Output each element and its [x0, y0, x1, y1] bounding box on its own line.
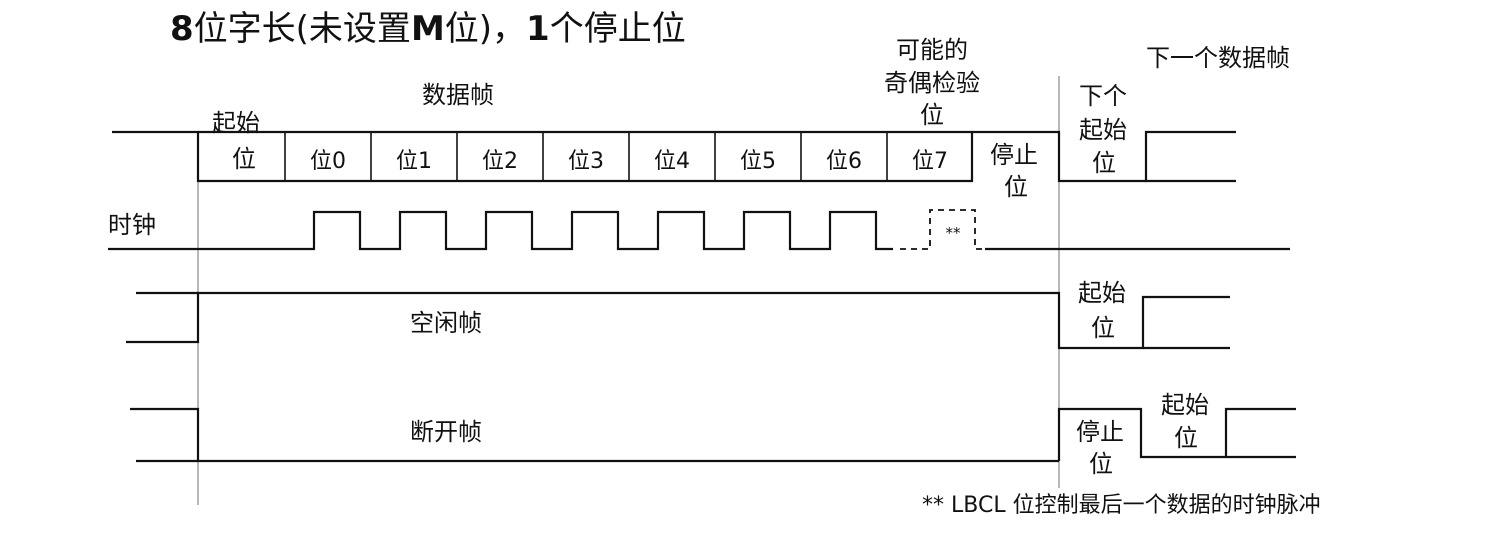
- clock-waveform: [108, 209, 1290, 251]
- parity-label-line-2: 奇偶检验: [884, 69, 980, 97]
- start-bit-label-line-2: 位: [232, 145, 256, 173]
- stop-bit-label-line-2: 位: [1004, 173, 1028, 201]
- next-start-bit-label-line-1: 下个: [1079, 82, 1127, 110]
- title-part-2: 位字长(未设置: [194, 9, 411, 49]
- bit-label-0: 位0: [310, 149, 346, 174]
- start-bit-label-line-1: 起始: [212, 109, 260, 137]
- parity-label-line-1: 可能的: [896, 36, 968, 64]
- next-start-bit-label-line-3: 位: [1092, 149, 1116, 177]
- break-stop-bit-label-line-2: 位: [1089, 450, 1113, 478]
- title-part-5: 1: [526, 9, 550, 49]
- bit-label-2: 位2: [482, 149, 518, 174]
- next-start-bit-label-line-2: 起始: [1079, 116, 1127, 144]
- bit-label-6: 位6: [826, 149, 862, 174]
- data-frame-waveform: [112, 130, 1236, 183]
- title-part-1: 8: [170, 9, 194, 49]
- bit-label-5: 位5: [740, 149, 776, 174]
- break-start-bit-label-line-2: 位: [1174, 424, 1198, 452]
- break-stop-bit-label-line-1: 停止: [1076, 418, 1124, 446]
- bit-label-7: 位7: [912, 149, 948, 174]
- diagram-title: 8位字长(未设置M位)，1个停止位: [170, 9, 686, 49]
- bit-label-1: 位1: [396, 149, 432, 174]
- data-frame-label: 数据帧: [422, 81, 494, 109]
- title-part-4: 位)，: [445, 9, 526, 49]
- title-part-6: 个停止位: [550, 9, 686, 49]
- next-data-frame-label: 下一个数据帧: [1146, 44, 1290, 72]
- last-clock-pulse-marker: **: [946, 224, 962, 242]
- stop-bit-label-line-1: 停止: [990, 141, 1038, 169]
- break-start-bit-label-line-1: 起始: [1161, 391, 1209, 419]
- title-part-3: M: [411, 9, 445, 49]
- bit-label-4: 位4: [654, 149, 690, 174]
- break-frame-label: 断开帧: [410, 418, 482, 446]
- clock-label: 时钟: [108, 211, 156, 239]
- bit-label-3: 位3: [568, 149, 604, 174]
- idle-start-bit-label-line-1: 起始: [1078, 279, 1126, 307]
- footnote: ** LBCL 位控制最后一个数据的时钟脉冲: [922, 493, 1321, 518]
- parity-label-line-3: 位: [920, 101, 944, 129]
- idle-start-bit-label-line-2: 位: [1091, 314, 1115, 342]
- idle-frame-label: 空闲帧: [410, 309, 482, 337]
- idle-frame-waveform: [126, 291, 1230, 350]
- break-frame-waveform: [130, 407, 1296, 463]
